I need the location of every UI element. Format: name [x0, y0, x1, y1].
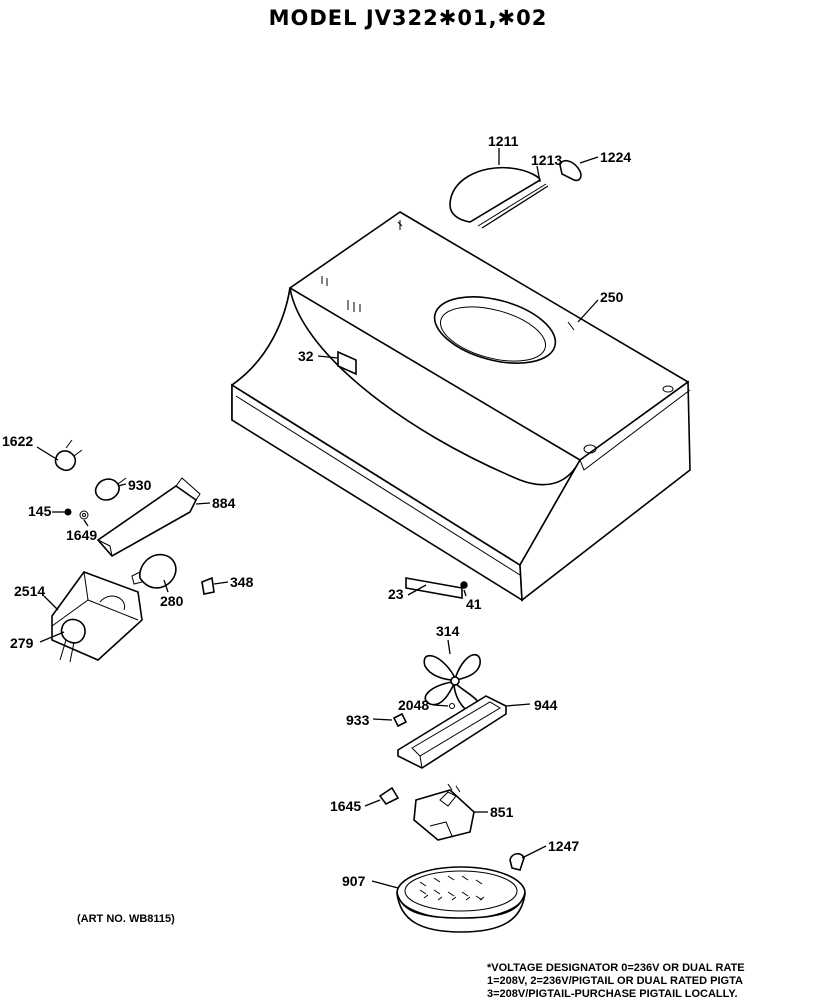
callout-145: 145 — [28, 503, 52, 519]
callout-1649: 1649 — [66, 527, 97, 543]
callout-944: 944 — [534, 697, 558, 713]
callout-41: 41 — [466, 596, 482, 612]
callout-1211: 1211 — [488, 133, 519, 149]
callout-930: 930 — [128, 477, 152, 493]
callout-884: 884 — [212, 495, 236, 511]
callout-labels: 1211 1213 1224 250 32 1622 930 145 884 1… — [2, 133, 631, 889]
callout-314: 314 — [436, 623, 460, 639]
callout-1622: 1622 — [2, 433, 33, 449]
front-center-parts — [378, 577, 526, 933]
diagram-title: MODEL JV322✱01,✱02 — [268, 6, 548, 30]
callout-280: 280 — [160, 593, 184, 609]
art-number: (ART NO. WB8115) — [77, 913, 175, 925]
callout-23: 23 — [388, 586, 404, 602]
left-side-parts — [51, 439, 215, 663]
voltage-note-line: *VOLTAGE DESIGNATOR 0=236V OR DUAL RATE — [487, 962, 745, 974]
callout-1213: 1213 — [531, 152, 562, 168]
callout-2048: 2048 — [398, 697, 429, 713]
voltage-designator-note: *VOLTAGE DESIGNATOR 0=236V OR DUAL RATE … — [487, 962, 816, 1001]
callout-1224: 1224 — [600, 149, 631, 165]
callout-250: 250 — [600, 289, 624, 305]
callout-851: 851 — [490, 804, 514, 820]
leader-lines — [36, 148, 599, 889]
callout-933: 933 — [346, 712, 370, 728]
voltage-note-line: 3=208V/PIGTAIL-PURCHASE PIGTAIL LOCALLY. — [487, 988, 738, 1000]
voltage-note-line: 1=208V, 2=236V/PIGTAIL OR DUAL RATED PIG… — [487, 975, 743, 987]
damper-assembly — [449, 159, 582, 229]
range-hood-body — [230, 211, 691, 602]
callout-1247: 1247 — [548, 838, 579, 854]
callout-1645: 1645 — [330, 798, 361, 814]
callout-279: 279 — [10, 635, 34, 651]
callout-2514: 2514 — [14, 583, 45, 599]
callout-907: 907 — [342, 873, 366, 889]
callout-348: 348 — [230, 574, 254, 590]
callout-32: 32 — [298, 348, 314, 364]
